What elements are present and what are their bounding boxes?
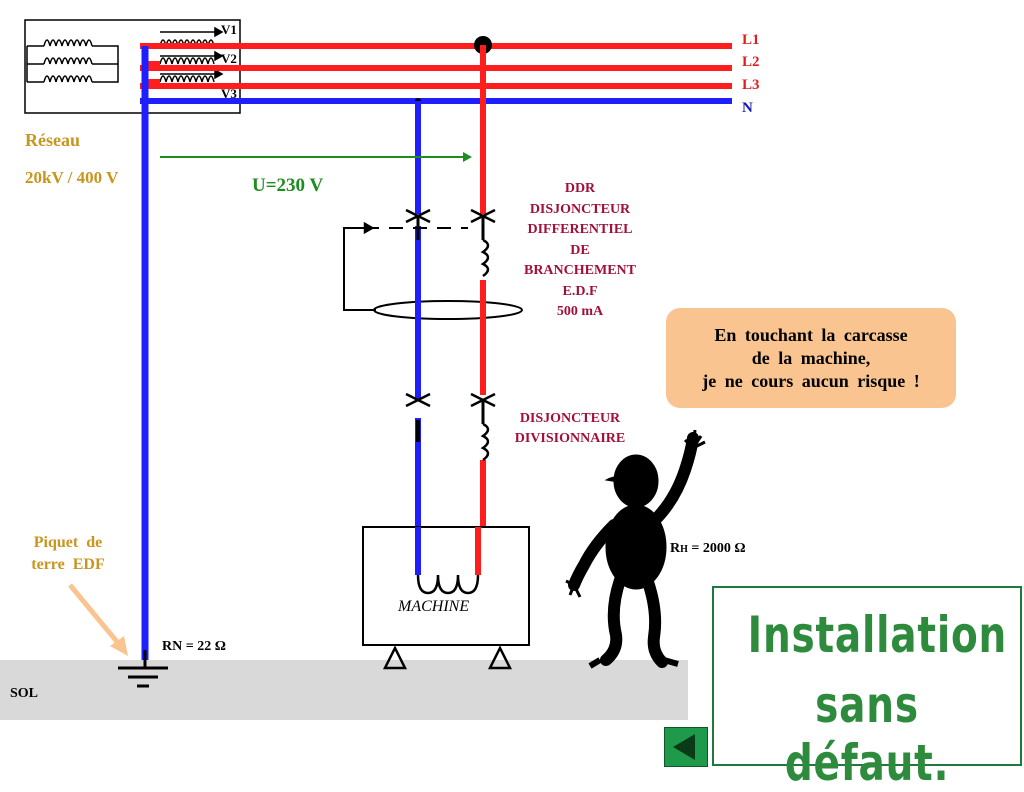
divisional-breaker-label: DISJONCTEUR DIVISIONNAIRE	[495, 409, 645, 449]
person-resistance-label: RH = 2000 Ω	[670, 541, 746, 557]
transformer-primary-coils	[26, 39, 119, 83]
back-arrow-icon	[673, 734, 695, 760]
speech-bubble: En touchant la carcasse de la machine, j…	[666, 308, 956, 408]
ddr-label-line: BRANCHEMENT	[523, 263, 636, 278]
person-resistance-value: = 2000 Ω	[687, 541, 746, 556]
machine-label: MACHINE	[398, 598, 470, 615]
speech-line: En touchant la carcasse	[714, 324, 908, 345]
ddr-label-line: DISJONCTEUR	[529, 201, 631, 217]
network-title: Réseau	[25, 130, 80, 150]
breaker-label-line: DIVISIONNAIRE	[514, 431, 626, 446]
circuit-diagram	[0, 19, 732, 720]
ddr-label-line: DIFFERENTIEL	[527, 222, 633, 237]
back-button[interactable]	[664, 727, 708, 767]
network-voltage: 20kV / 400 V	[25, 168, 119, 187]
machine-box	[362, 526, 530, 646]
divisional-breaker	[405, 392, 496, 462]
voltage-label: U=230 V	[252, 175, 324, 196]
ground-stake-arrow	[68, 583, 128, 656]
transformer-v2-label: V2	[221, 51, 237, 66]
breaker-label-line: DISJONCTEUR	[519, 411, 621, 426]
ddr-label-line: DDR	[564, 181, 596, 196]
person-resistance-sub: H	[680, 544, 688, 555]
ddr-label: DDR DISJONCTEUR DIFFERENTIEL DE BRANCHEM…	[505, 179, 655, 323]
line-n-label: N	[742, 100, 753, 116]
soil-area	[0, 660, 688, 720]
transformer-v1-label: V1	[221, 22, 237, 37]
ground-stake-label: Piquet de terre EDF	[18, 532, 118, 576]
ground-symbol-icon	[118, 650, 168, 688]
speech-line: je ne cours aucun risque !	[702, 370, 920, 391]
neutral-resistance-label: RN = 22 Ω	[162, 639, 226, 654]
speech-line: de la machine,	[751, 347, 871, 368]
ddr-breaker	[343, 208, 523, 320]
title-line-1: Installation	[747, 606, 1008, 664]
ddr-label-line: DE	[570, 242, 590, 258]
machine-foot-left	[382, 645, 408, 670]
machine-coil	[416, 574, 480, 595]
ground-stake-line: terre EDF	[31, 556, 105, 573]
machine-foot-right	[487, 645, 513, 670]
ddr-label-line: 500 mA	[556, 304, 604, 319]
line-l2-label: L2	[742, 54, 760, 70]
person-resistance-prefix: R	[670, 541, 681, 556]
soil-label: SOL	[10, 686, 39, 701]
title-line-2: sans défaut.	[784, 676, 950, 792]
line-l1-label: L1	[742, 32, 760, 48]
person-figure	[565, 429, 706, 669]
title-box: Installation sans défaut.	[712, 586, 1022, 792]
ground-stake-line: Piquet de	[33, 534, 103, 551]
transformer-v3-label: V3	[221, 86, 237, 101]
line-l3-label: L3	[742, 77, 760, 93]
transformer-secondary-coils	[159, 26, 224, 83]
voltage-arrow	[160, 152, 472, 162]
ddr-label-line: E.D.F	[562, 283, 598, 299]
